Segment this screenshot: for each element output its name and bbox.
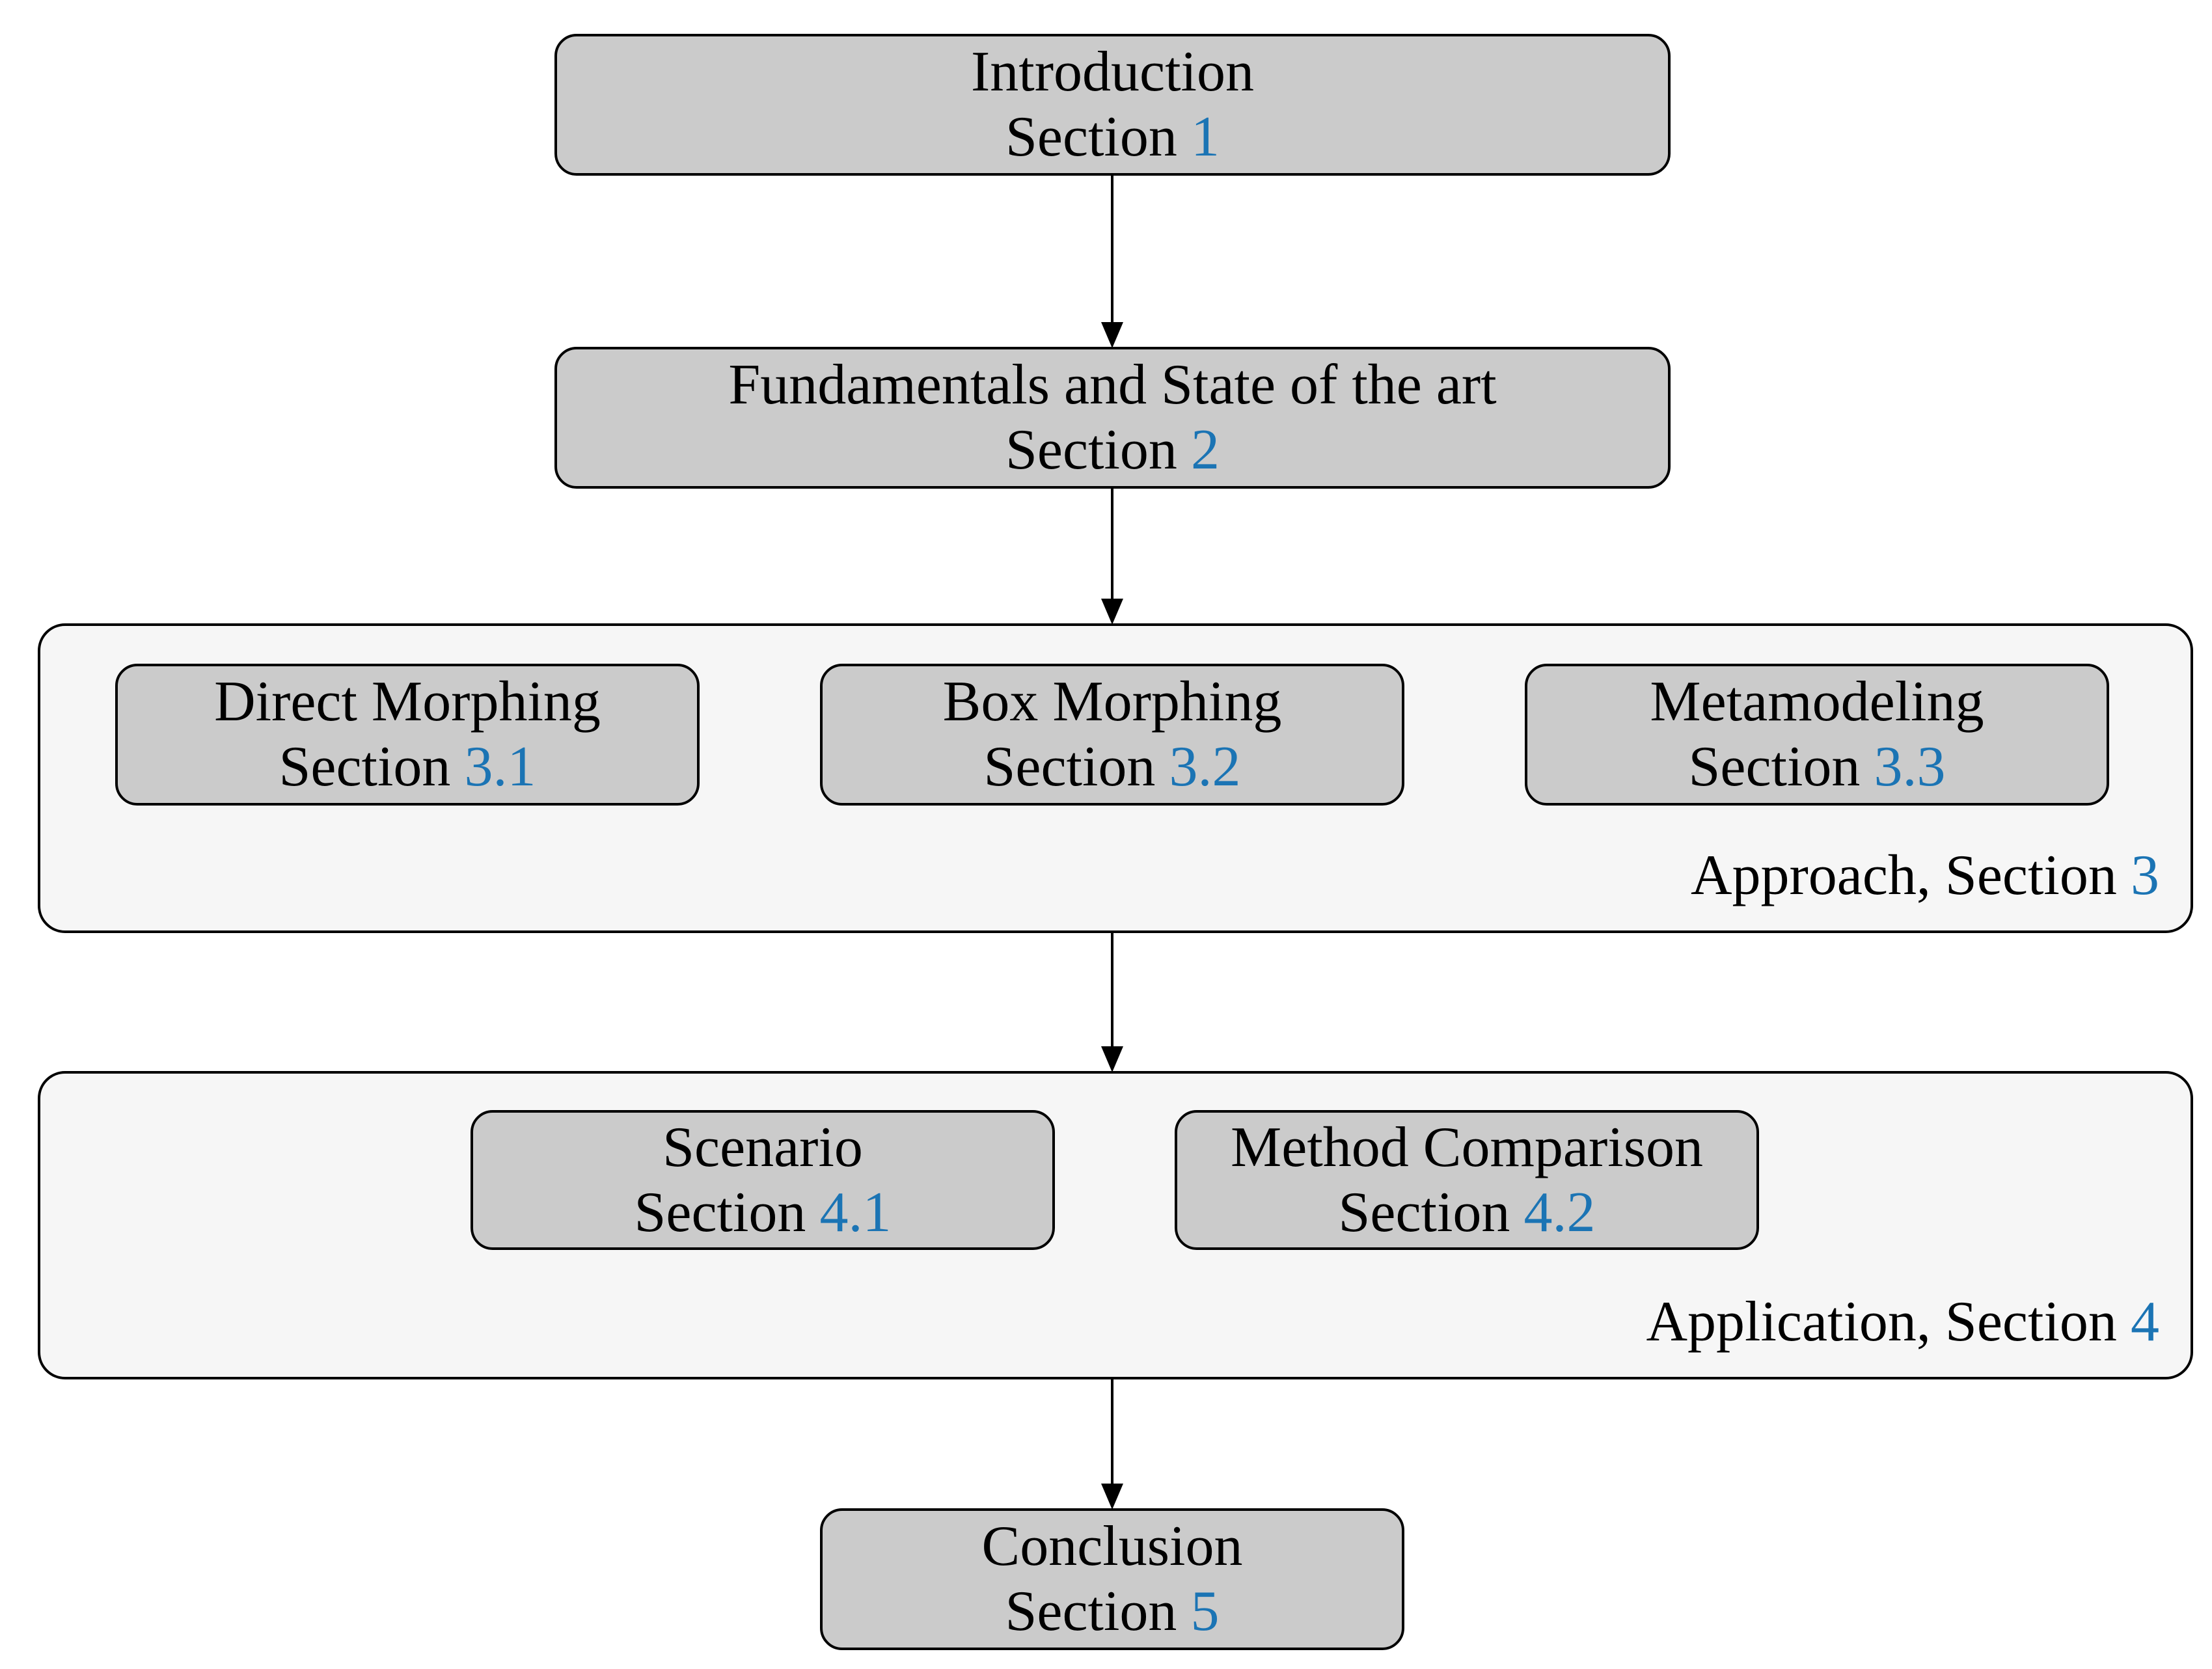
section-prefix: Section [1688,735,1861,798]
section-number-link[interactable]: 3.2 [1169,735,1241,798]
node-title: Scenario [662,1115,863,1179]
section-number-link[interactable]: 4 [2131,1290,2159,1353]
section-number-link[interactable]: 4.2 [1523,1180,1596,1244]
arrowhead-icon [1101,322,1123,348]
node-title: Introduction [970,40,1254,103]
node-title: Metamodeling [1650,670,1984,733]
arrow-approach-to-application [1111,933,1113,1048]
section-number-link[interactable]: 3 [2131,844,2159,907]
section-number-link[interactable]: 5 [1190,1580,1220,1643]
arrowhead-icon [1101,1484,1123,1510]
section-number-link[interactable]: 3.1 [464,735,536,798]
node-title: Fundamentals and State of the art [728,353,1497,416]
section-prefix: Section [1005,418,1177,482]
group-approach-label-text: Approach, Section [1690,844,2117,907]
section-prefix: Section [983,735,1156,798]
section-prefix: Section [634,1180,806,1244]
arrow-intro-to-fundamentals [1111,176,1113,323]
section-number-link[interactable]: 2 [1191,418,1220,482]
node-title: Direct Morphing [214,670,601,733]
section-prefix: Section [279,735,451,798]
arrowhead-icon [1101,599,1123,625]
section-prefix: Section [1005,1580,1177,1643]
group-application-label-text: Application, Section [1646,1290,2117,1353]
arrow-fundamentals-to-approach [1111,489,1113,600]
section-number-link[interactable]: 4.1 [819,1180,892,1244]
node-title: Method Comparison [1231,1115,1703,1179]
section-number-link[interactable]: 3.3 [1874,735,1946,798]
node-title: Conclusion [981,1515,1243,1578]
section-prefix: Section [1338,1180,1510,1244]
arrowhead-icon [1101,1046,1123,1072]
arrow-application-to-conclusion [1111,1379,1113,1485]
section-number-link[interactable]: 1 [1191,105,1220,169]
node-fundamentals: Fundamentals and State of the art Sectio… [554,347,1671,489]
node-title: Box Morphing [942,670,1282,733]
section-prefix: Section [1005,105,1177,169]
